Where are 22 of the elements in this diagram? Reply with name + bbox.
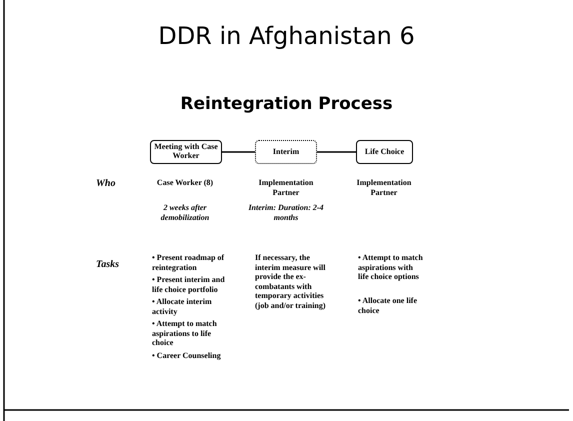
role-text: Case Worker (8) [156, 178, 214, 188]
task-item: • Allocate interim activity [152, 297, 213, 316]
role-text: Implementation Partner [258, 178, 314, 198]
role-text: Implementation Partner [356, 178, 412, 198]
row-label: Who [96, 178, 116, 190]
connector-line [222, 151, 255, 153]
task-item: • Present interim and life choice portfolio [152, 275, 226, 294]
task-item: • Attempt to match aspirations to life choice [152, 319, 218, 348]
process-box: Interim [255, 140, 317, 164]
task-item: • Present roadmap of reintegration [152, 253, 226, 272]
timing-text: 2 weeks after demobilization [160, 203, 210, 222]
task-item: • Attempt to match aspirations with life choice options [358, 253, 424, 282]
task-item: • Career Counseling [152, 351, 222, 361]
timing-text: Interim: Duration: 2-4 months [247, 203, 325, 222]
connector-line [317, 151, 356, 153]
row-label: Tasks [96, 259, 120, 271]
task-text: If necessary, the interim measure will provide the ex-combatants with temporary activities (job and/or training) [255, 253, 327, 311]
process-box: Life Choice [356, 140, 413, 164]
process-box: Meeting with Case Worker [150, 140, 222, 164]
task-item: • Allocate one life choice [358, 296, 418, 316]
slide-title: DDR in Afghanistan 6 [157, 22, 416, 50]
section-heading: Reintegration Process [179, 94, 394, 114]
